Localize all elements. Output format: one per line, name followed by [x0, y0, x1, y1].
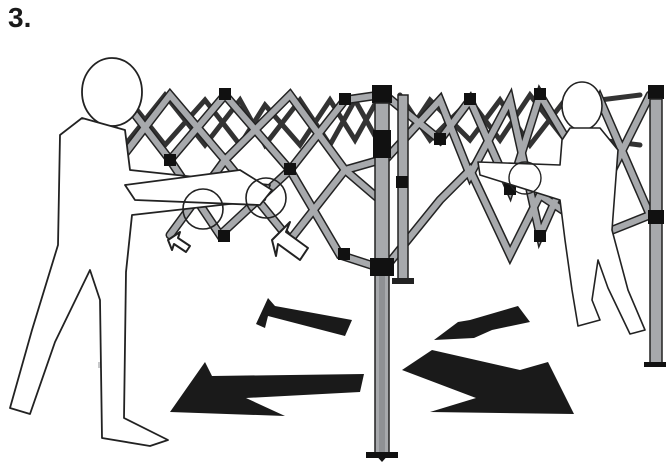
push-arrow-icon — [167, 221, 309, 261]
front-center-leg — [366, 85, 398, 462]
truss-joints — [164, 88, 606, 260]
direction-arrow-icon — [170, 298, 574, 416]
hand-grip-circle-icon — [182, 177, 287, 230]
right-person-figure — [477, 81, 646, 335]
right-hand-grip-circle-icon — [508, 161, 542, 195]
right-corner-leg — [644, 85, 666, 367]
step-number: 3. — [8, 2, 32, 33]
left-person-figure — [9, 57, 273, 447]
